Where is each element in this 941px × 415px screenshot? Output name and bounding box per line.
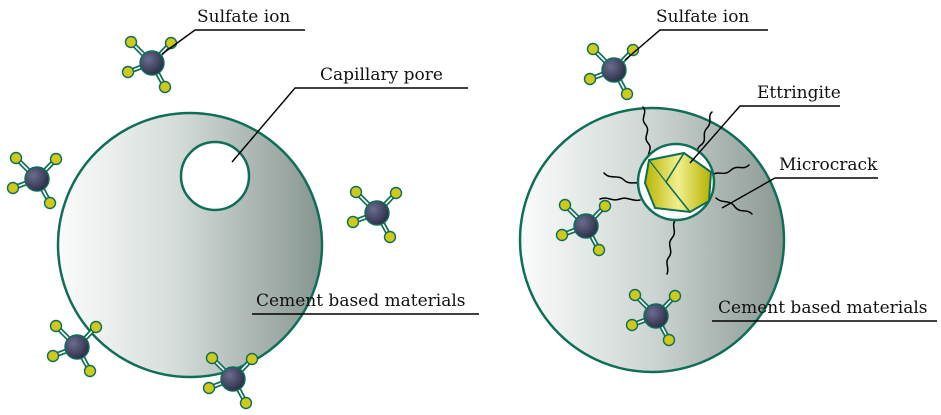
sulfate-ion-icon [48,321,102,377]
right-sulfate-leader [624,29,768,61]
left-pore-label: Capillary pore [320,65,443,85]
left-cement-particle [56,111,324,379]
sulfate-ion-icon [585,44,639,100]
ettringite-crystal-icon [636,142,716,222]
sulfate-ion-icon [8,153,62,209]
right-cement-label: Cement based materials [718,298,928,318]
right-cement-particle [518,106,786,374]
left-pore-leader [231,87,468,163]
sulfate-ion-icon [123,37,177,93]
right-sulfate-label: Sulfate ion [656,7,749,27]
left-sulfate-leader [161,29,305,55]
left-panel: Sulfate ion Capillary pore Cement based … [8,7,479,409]
sulfate-ion-icon [348,187,402,243]
right-microcrack-leader [721,177,878,209]
left-sulfate-label: Sulfate ion [197,7,290,27]
left-cement-label: Cement based materials [256,291,466,311]
right-ettringite-label: Ettringite [757,83,841,103]
right-ettringite-leader [689,105,840,164]
capillary-pore [179,140,251,212]
right-microcrack-label: Microcrack [779,155,878,175]
right-panel: Sulfate ion Ettringite Microcrack Cement… [518,7,937,374]
